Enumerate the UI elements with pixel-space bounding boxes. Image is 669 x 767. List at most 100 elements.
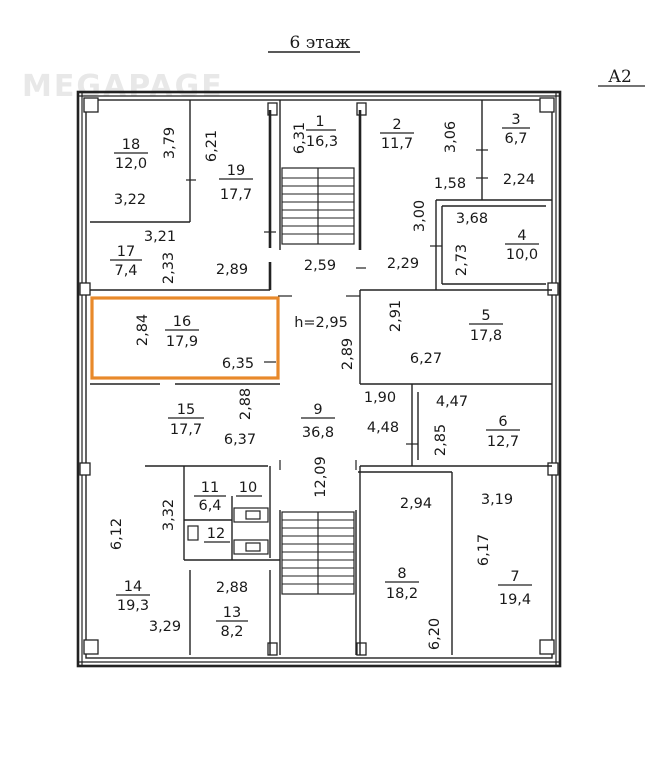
- dim: 2,33: [161, 252, 177, 284]
- ceiling-height-label: h=2,95: [294, 315, 348, 331]
- svg-text:7,4: 7,4: [114, 263, 137, 279]
- room-8[interactable]: 8 18,2: [385, 566, 419, 602]
- svg-text:6,4: 6,4: [198, 498, 221, 514]
- svg-text:19,4: 19,4: [499, 592, 531, 608]
- dim: 4,48: [367, 420, 399, 436]
- dim: 2,91: [388, 300, 404, 332]
- svg-text:36,8: 36,8: [302, 425, 334, 441]
- room-17[interactable]: 17 7,4: [110, 244, 142, 279]
- dim: 6,20: [427, 618, 443, 650]
- svg-text:16,3: 16,3: [306, 134, 338, 150]
- svg-text:6: 6: [498, 414, 507, 430]
- svg-text:15: 15: [177, 402, 195, 418]
- room-labels: 1 16,3 2 11,7 3 6,7 4 10,0 5 17,8 6 12,7: [110, 112, 539, 640]
- svg-text:17,7: 17,7: [170, 422, 202, 438]
- svg-text:13: 13: [223, 605, 241, 621]
- dim: 12,09: [313, 456, 329, 498]
- svg-text:10: 10: [239, 480, 257, 496]
- svg-text:6,7: 6,7: [504, 131, 527, 147]
- svg-text:3: 3: [511, 112, 520, 128]
- dim: 2,24: [503, 172, 535, 188]
- interior-walls: [90, 100, 552, 655]
- room-19[interactable]: 19 17,7: [219, 163, 253, 203]
- room-12[interactable]: 12: [204, 526, 230, 543]
- svg-text:7: 7: [510, 569, 519, 585]
- svg-text:1: 1: [315, 114, 324, 130]
- room-9[interactable]: 9 36,8: [301, 402, 335, 441]
- dim: 6,27: [410, 351, 442, 367]
- svg-text:17,8: 17,8: [470, 328, 502, 344]
- dim: 1,90: [364, 390, 396, 406]
- room-6[interactable]: 6 12,7: [486, 414, 520, 450]
- room-3[interactable]: 3 6,7: [502, 112, 530, 147]
- room-15[interactable]: 15 17,7: [168, 402, 204, 438]
- dim: 2,84: [135, 314, 151, 346]
- dim: 2,89: [340, 338, 356, 370]
- staircase-bottom: [281, 511, 355, 595]
- room-1[interactable]: 1 16,3: [306, 114, 338, 150]
- room-2[interactable]: 2 11,7: [380, 117, 414, 152]
- room-7[interactable]: 7 19,4: [498, 569, 532, 608]
- dim: 3,21: [144, 229, 176, 245]
- dim: 3,19: [481, 492, 513, 508]
- svg-text:11,7: 11,7: [381, 136, 413, 152]
- room-18[interactable]: 18 12,0: [114, 137, 148, 172]
- outer-walls: [76, 90, 562, 668]
- svg-text:17: 17: [117, 244, 135, 260]
- svg-text:17,7: 17,7: [220, 187, 252, 203]
- svg-text:16: 16: [173, 314, 191, 330]
- room-14[interactable]: 14 19,3: [116, 579, 150, 614]
- svg-text:12,7: 12,7: [487, 434, 519, 450]
- dim: 6,21: [204, 130, 220, 162]
- svg-text:19: 19: [227, 163, 245, 179]
- room-16-highlight[interactable]: [90, 296, 280, 380]
- svg-text:17,9: 17,9: [166, 334, 198, 350]
- structural-columns: [79, 97, 559, 656]
- dim: 6,35: [222, 356, 254, 372]
- dim: 2,88: [216, 580, 248, 596]
- dim: 3,06: [443, 121, 459, 153]
- dim: 6,17: [476, 534, 492, 566]
- svg-text:19,3: 19,3: [117, 598, 149, 614]
- svg-text:10,0: 10,0: [506, 247, 538, 263]
- dim: 6,31: [292, 122, 308, 154]
- room-10[interactable]: 10: [236, 480, 262, 497]
- dim: 6,12: [109, 518, 125, 550]
- svg-text:12,0: 12,0: [115, 156, 147, 172]
- sanitary-fixtures: [187, 507, 269, 555]
- watermark: MEGAPAGE: [22, 69, 224, 104]
- svg-text:4: 4: [517, 228, 526, 244]
- dim: 2,85: [433, 424, 449, 456]
- room-11[interactable]: 11 6,4: [194, 480, 226, 514]
- svg-text:8,2: 8,2: [220, 624, 243, 640]
- dim: 3,00: [412, 200, 428, 232]
- svg-text:9: 9: [313, 402, 322, 418]
- room-13[interactable]: 13 8,2: [216, 605, 248, 640]
- dim: 2,88: [238, 388, 254, 420]
- dim: 3,32: [161, 499, 177, 531]
- svg-text:2: 2: [392, 117, 401, 133]
- floor-title: 6 этаж: [290, 33, 351, 53]
- dim: 2,89: [216, 262, 248, 278]
- dim: 2,73: [454, 244, 470, 276]
- staircase-top: [281, 167, 355, 245]
- svg-text:8: 8: [397, 566, 406, 582]
- dim: 3,22: [114, 192, 146, 208]
- dim: 3,68: [456, 211, 488, 227]
- dim: 2,29: [387, 256, 419, 272]
- dim: 2,94: [400, 496, 432, 512]
- dimension-labels: 3,79 3,22 6,21 3,21 2,33 2,89 6,31 2,59 …: [109, 121, 535, 650]
- dim: 6,37: [224, 432, 256, 448]
- svg-text:12: 12: [207, 526, 225, 542]
- dim: 3,79: [162, 127, 178, 159]
- dim: 1,58: [434, 176, 466, 192]
- svg-text:11: 11: [201, 480, 219, 496]
- room-16[interactable]: 16 17,9: [165, 314, 199, 350]
- dim: 4,47: [436, 394, 468, 410]
- svg-text:5: 5: [481, 308, 490, 324]
- svg-text:18,2: 18,2: [386, 586, 418, 602]
- room-5[interactable]: 5 17,8: [469, 308, 503, 344]
- room-4[interactable]: 4 10,0: [505, 228, 539, 263]
- dim: 2,59: [304, 258, 336, 274]
- dim: 3,29: [149, 619, 181, 635]
